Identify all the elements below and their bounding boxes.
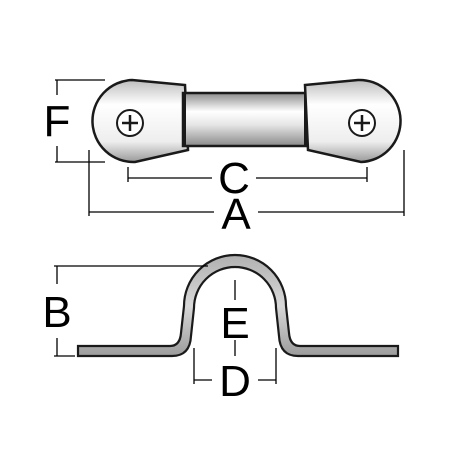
phillips-screw-icon xyxy=(116,109,144,137)
dimension-a xyxy=(88,150,405,216)
dimension-f xyxy=(55,79,105,163)
top-view xyxy=(91,78,402,164)
center-bar xyxy=(181,91,309,148)
dimension-c xyxy=(127,167,368,182)
dimension-label-f: F xyxy=(44,97,71,146)
dimension-d xyxy=(193,348,277,384)
dimension-label-d: D xyxy=(219,357,251,406)
dimension-label-b: B xyxy=(42,288,71,337)
strap-profile xyxy=(76,253,400,358)
dimension-label-c: C xyxy=(218,154,250,203)
side-view xyxy=(76,253,400,358)
dimension-label-a: A xyxy=(221,190,251,239)
dimension-label-e: E xyxy=(220,299,249,348)
phillips-screw-icon xyxy=(348,109,376,137)
dimension-b xyxy=(54,265,208,357)
